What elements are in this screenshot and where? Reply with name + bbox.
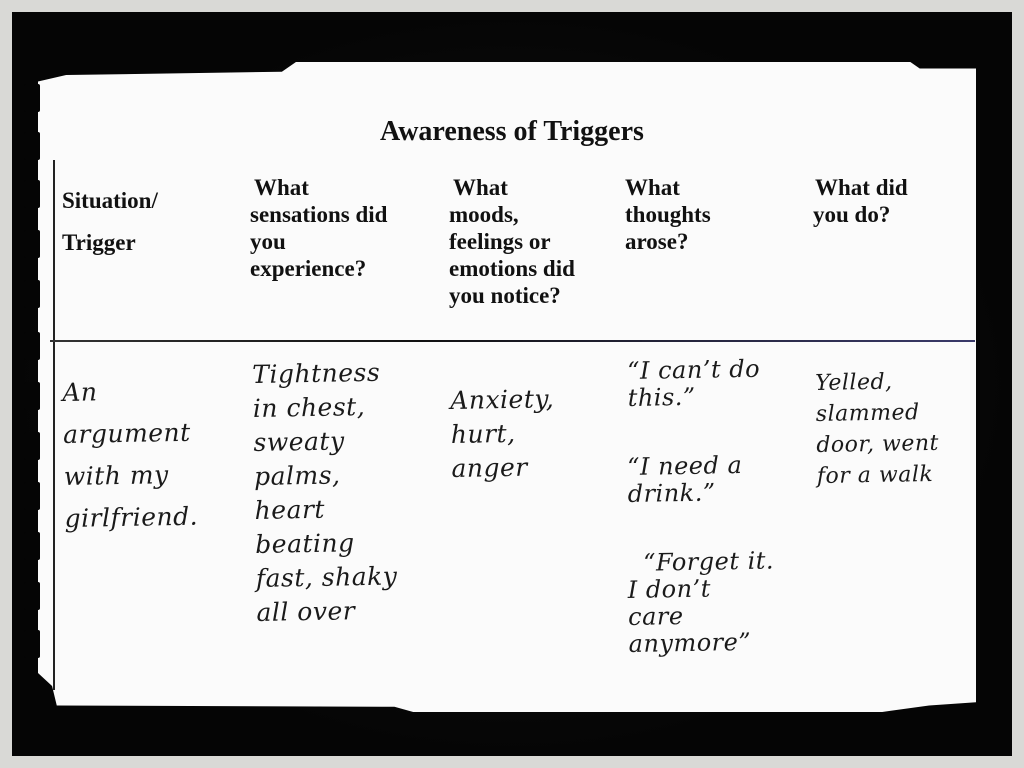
entry-line: “I need a: [626, 450, 743, 481]
margin-line: [53, 160, 55, 690]
header-line: What: [453, 175, 508, 200]
header-line: arose?: [625, 229, 689, 254]
entry-line: this.”: [627, 382, 696, 412]
header-line: thoughts: [625, 202, 711, 227]
entry-line: in chest,: [252, 392, 366, 423]
header-line: sensations did: [250, 202, 388, 227]
binding-hole: [24, 132, 40, 160]
header-actions: What did you do?: [813, 174, 908, 228]
page-title: Awareness of Triggers: [380, 116, 644, 147]
entry-line: care: [627, 602, 684, 631]
header-sensations: What sensations did you experience?: [250, 174, 387, 282]
header-line: What did: [815, 175, 908, 200]
header-line: What: [254, 175, 309, 200]
entry-line: “I can’t do: [626, 354, 761, 385]
entry-line: anger: [451, 452, 528, 483]
binding-hole: [24, 482, 40, 510]
entry-line: hurt,: [450, 418, 516, 449]
entry-line: An: [62, 377, 98, 407]
entry-line: beating: [255, 528, 355, 559]
entry-line: I don’t: [627, 574, 712, 604]
entry-moods: Anxiety, hurt, anger: [450, 382, 556, 486]
binding-hole: [24, 332, 40, 360]
binding-hole: [24, 432, 40, 460]
entry-sensations: Tightness in chest, sweaty palms, heart …: [252, 356, 398, 630]
binding-hole: [24, 382, 40, 410]
entry-line: Anxiety,: [450, 384, 555, 415]
entry-line: fast, shaky: [255, 561, 398, 593]
entry-line: argument: [62, 417, 191, 449]
header-thoughts: What thoughts arose?: [625, 174, 711, 255]
entry-line: with my: [63, 460, 169, 491]
spiral-binding: [24, 70, 44, 690]
header-moods: What moods, feelings or emotions did you…: [449, 174, 575, 309]
header-line: Trigger: [62, 230, 136, 255]
header-line: you notice?: [449, 283, 561, 308]
entry-thought-1: “I can’t do this.”: [626, 354, 761, 412]
header-divider: [50, 340, 975, 342]
header-line: feelings or: [449, 229, 551, 254]
header-line: Situation/: [62, 188, 158, 213]
header-line: you: [250, 229, 286, 254]
binding-hole: [24, 230, 40, 258]
entry-line: sweaty: [253, 426, 345, 457]
header-line: you do?: [813, 202, 891, 227]
entry-line: slammed: [815, 400, 920, 427]
binding-hole: [24, 630, 40, 658]
entry-thought-2: “I need a drink.”: [626, 450, 743, 508]
entry-line: anymore”: [628, 627, 752, 658]
entry-situation: An argument with my girlfriend.: [62, 370, 198, 540]
entry-thought-3: “Forget it. I don’t care anymore”: [627, 546, 776, 658]
entry-actions: Yelled, slammed door, went for a walk: [815, 366, 940, 492]
header-line: experience?: [250, 256, 367, 281]
entry-line: Tightness: [252, 357, 381, 389]
header-situation: Situation/ Trigger: [62, 180, 158, 264]
binding-hole: [24, 532, 40, 560]
binding-hole: [24, 84, 40, 112]
entry-line: girlfriend.: [64, 501, 199, 533]
header-line: What: [625, 175, 680, 200]
entry-line: palms,: [253, 460, 341, 491]
entry-line: “Forget it.: [642, 546, 775, 577]
binding-hole: [24, 180, 40, 208]
entry-line: for a walk: [816, 461, 934, 489]
binding-hole: [24, 582, 40, 610]
binding-hole: [24, 280, 40, 308]
entry-line: all over: [256, 596, 356, 627]
entry-line: Yelled,: [815, 369, 893, 396]
entry-line: drink.”: [627, 478, 716, 508]
header-line: emotions did: [449, 256, 575, 281]
entry-line: heart: [254, 494, 326, 525]
header-line: moods,: [449, 202, 519, 227]
notebook-paper: [38, 62, 976, 712]
entry-line: door, went: [816, 430, 940, 458]
